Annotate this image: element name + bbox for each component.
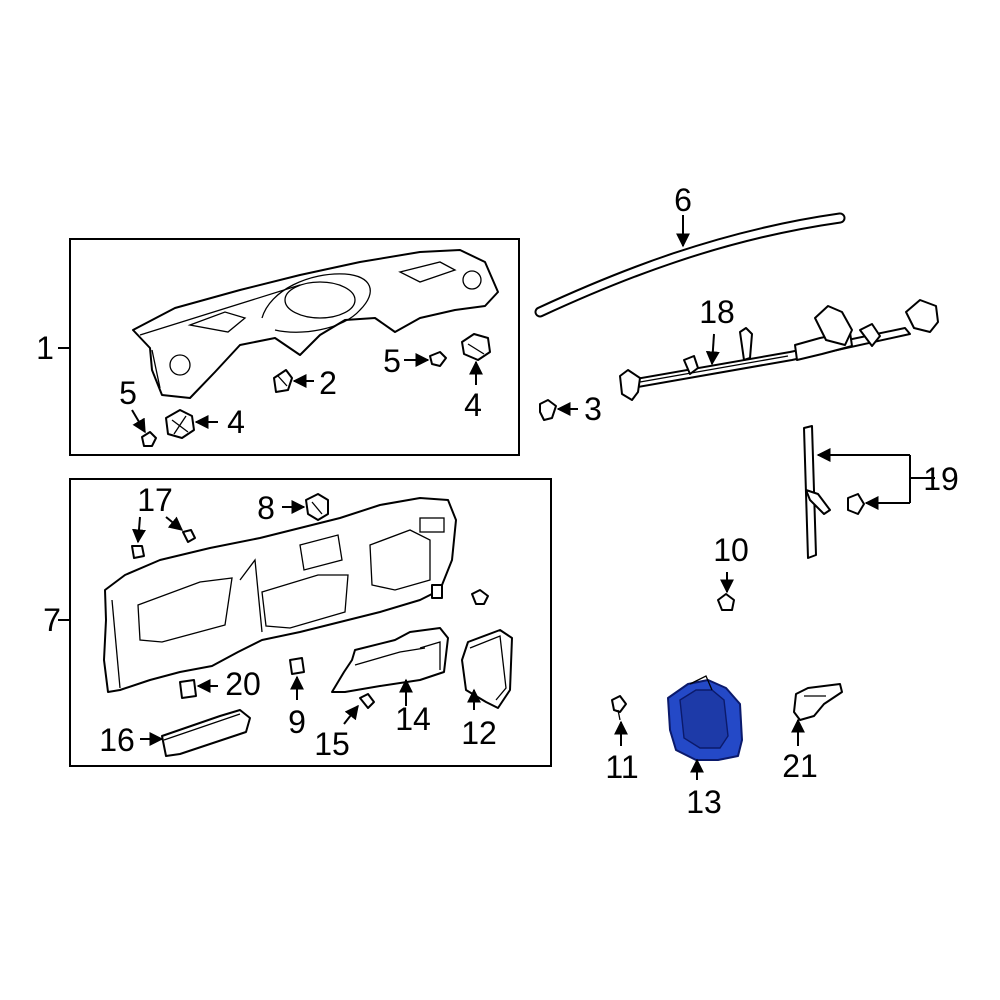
callout-11: 11 <box>605 749 639 785</box>
callout-2: 2 <box>319 365 337 401</box>
part-brace-19 <box>803 425 865 559</box>
part-clip-17 <box>131 529 196 559</box>
part-box-13-highlighted <box>667 675 743 761</box>
part-clip-4-right <box>461 333 491 361</box>
part-screw-lower-dash <box>471 589 489 605</box>
part-clip-4-left <box>165 409 195 439</box>
part-screw-5-right <box>429 351 447 367</box>
callout-8: 8 <box>257 490 275 526</box>
callout-20: 20 <box>225 666 261 702</box>
callout-17: 17 <box>137 482 173 518</box>
callout-5-right: 5 <box>383 343 401 379</box>
part-weatherstrip-6 <box>534 212 846 318</box>
part-clip-9 <box>289 657 305 675</box>
part-box-12 <box>461 629 513 709</box>
part-screw-11 <box>611 695 627 721</box>
callout-18: 18 <box>699 294 735 330</box>
part-door-16 <box>161 709 251 757</box>
callout-21: 21 <box>782 748 818 784</box>
callout-13: 13 <box>686 784 722 820</box>
callout-1: 1 <box>36 330 54 366</box>
part-finish-panel-14 <box>331 627 449 693</box>
part-bracket-21 <box>793 683 843 721</box>
callout-5-left: 5 <box>119 375 137 411</box>
callout-19: 19 <box>923 461 959 497</box>
callout-10: 10 <box>713 532 749 568</box>
part-clip-10 <box>717 593 735 611</box>
part-screw-5-left <box>141 431 157 447</box>
callout-14: 14 <box>395 701 431 737</box>
part-screw-3 <box>539 399 557 421</box>
part-screw-15 <box>359 693 375 709</box>
callout-15: 15 <box>314 726 350 762</box>
part-clip-8 <box>305 493 329 521</box>
callout-6: 6 <box>674 182 692 218</box>
callout-16: 16 <box>99 722 135 758</box>
part-reinforcement-18 <box>619 299 939 401</box>
part-upper-dash-panel <box>132 249 499 399</box>
callout-9: 9 <box>288 704 306 740</box>
part-clip-20 <box>179 679 197 699</box>
part-lower-dash-panel <box>103 497 457 693</box>
part-clip-2 <box>273 369 293 393</box>
group-box-7 <box>69 478 552 767</box>
callout-4-right: 4 <box>464 387 482 423</box>
callout-7: 7 <box>43 602 61 638</box>
callout-3: 3 <box>584 391 602 427</box>
callout-4-left: 4 <box>227 404 245 440</box>
callout-12: 12 <box>461 715 497 751</box>
